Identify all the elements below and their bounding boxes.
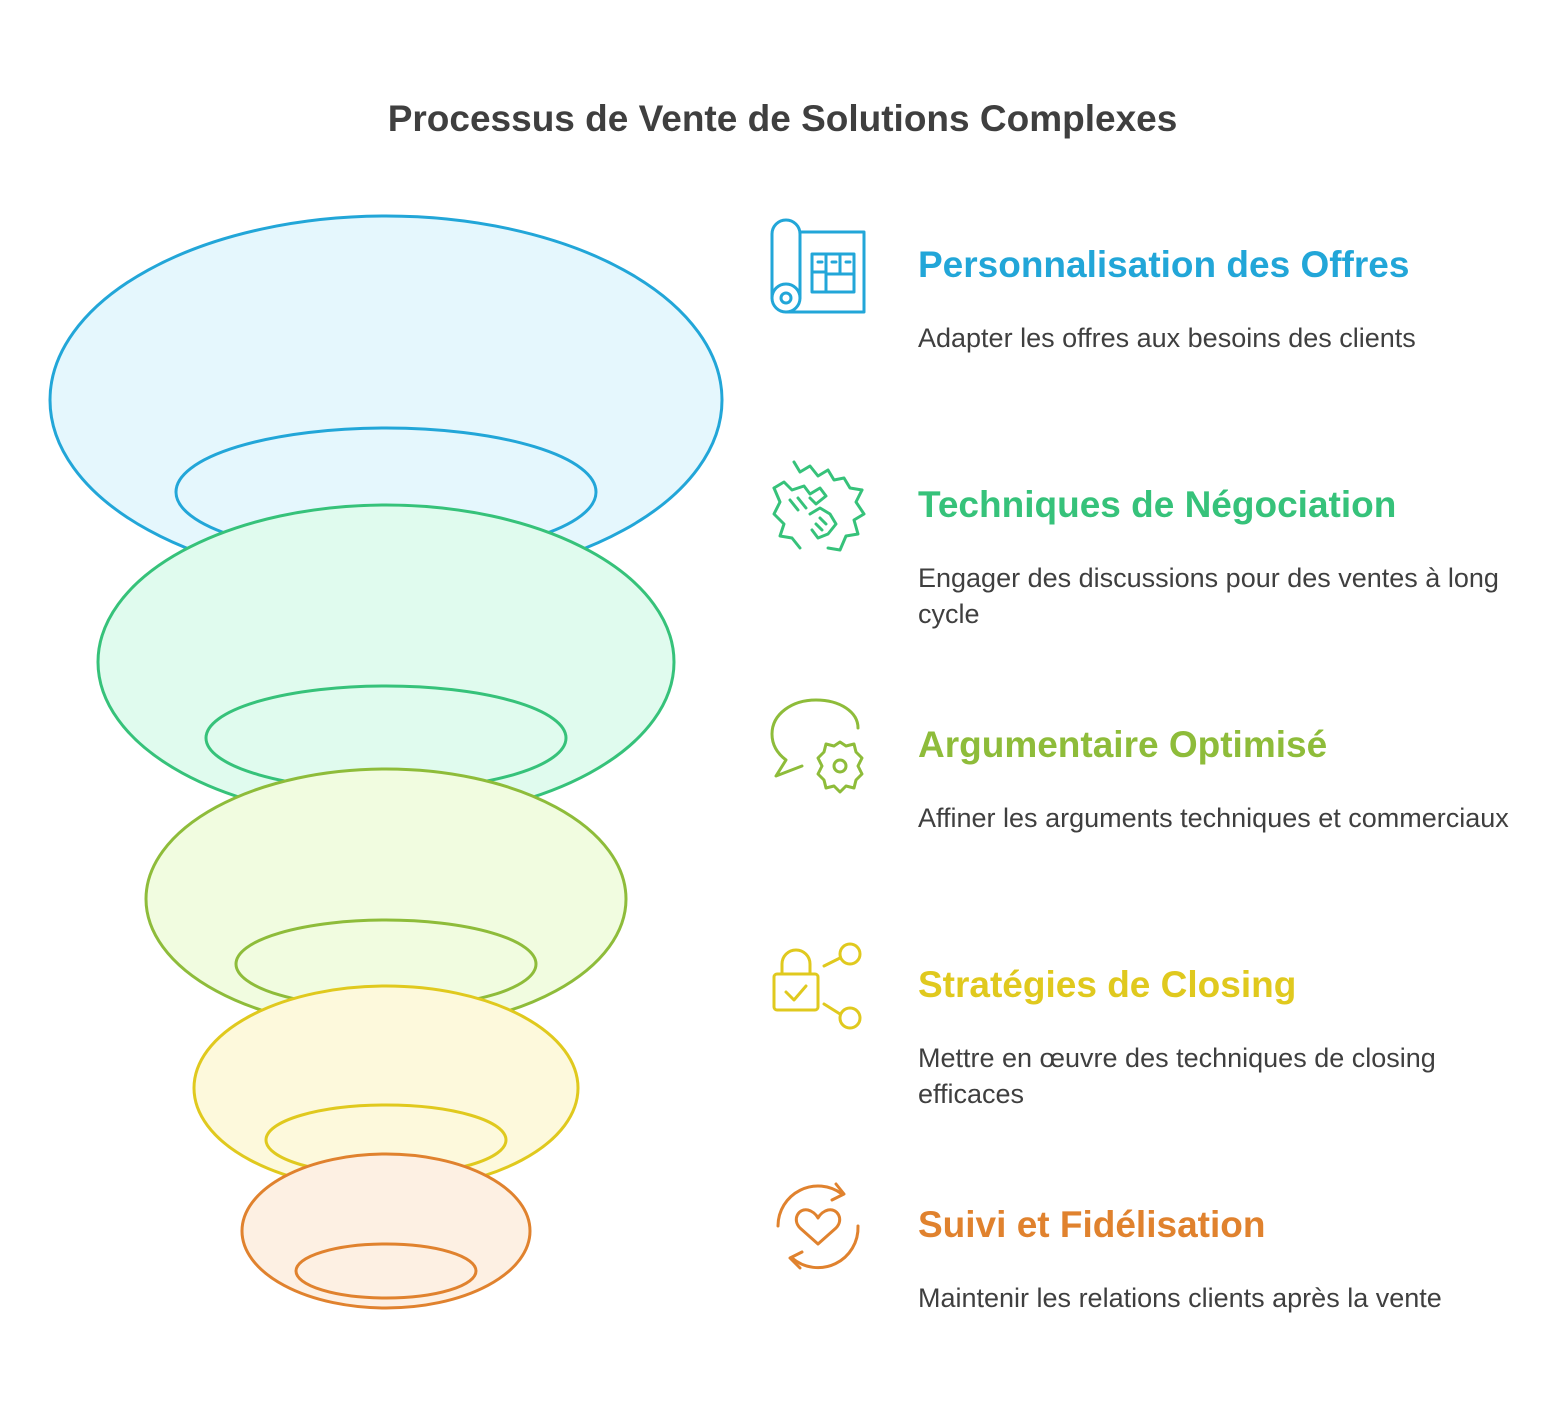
funnel-ring-2 bbox=[96, 503, 676, 821]
step-description: Maintenir les relations clients après la… bbox=[918, 1283, 1442, 1313]
step-heading: Techniques de Négociation bbox=[918, 484, 1397, 525]
step-description: Mettre en œuvre des techniques de closin… bbox=[918, 1043, 1436, 1109]
handshake-icon bbox=[772, 460, 866, 552]
step-heading: Personnalisation des Offres bbox=[918, 244, 1410, 285]
step-heading: Stratégies de Closing bbox=[918, 964, 1297, 1005]
blueprint-icon bbox=[770, 218, 866, 314]
step-description: Adapter les offres aux besoins des clien… bbox=[918, 323, 1416, 353]
diagram-title: Processus de Vente de Solutions Complexe… bbox=[387, 98, 1178, 139]
funnel-ring-3 bbox=[144, 767, 628, 1031]
step-description: Engager des discussions pour des ventes … bbox=[918, 563, 1499, 629]
funnel-graphic bbox=[48, 214, 724, 1310]
step-heading: Suivi et Fidélisation bbox=[918, 1204, 1266, 1245]
step-heading: Argumentaire Optimisé bbox=[918, 724, 1328, 765]
heart-cycle-icon bbox=[776, 1182, 860, 1270]
funnel-ring-5 bbox=[240, 1152, 532, 1310]
funnel-ring-4 bbox=[192, 984, 580, 1192]
step-description: Affiner les arguments techniques et comm… bbox=[918, 803, 1509, 833]
funnel-ring-1 bbox=[48, 214, 724, 586]
lock-share-icon bbox=[772, 942, 862, 1030]
chat-gear-icon bbox=[770, 698, 864, 794]
